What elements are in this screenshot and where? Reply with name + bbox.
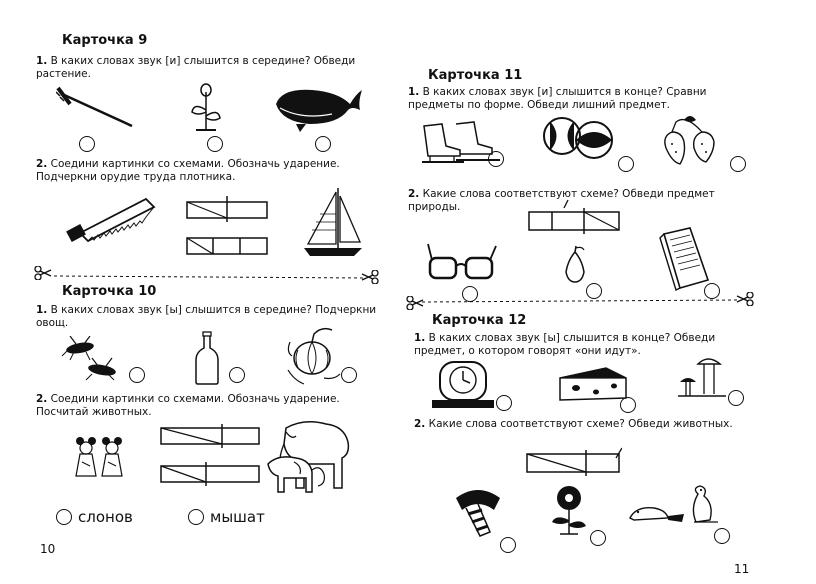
pear-icon [565,245,585,283]
answer-circle[interactable] [79,136,95,152]
glasses-icon [427,243,497,280]
task-text: В каких словах звук [ы] слышится в конце… [414,332,716,357]
word-schema [160,462,260,486]
card12-task1: 1. В каких словах звук [ы] слышится в ко… [414,332,756,358]
plant-icon [191,83,221,131]
answer-circle[interactable] [56,509,72,525]
word-schema [160,424,260,448]
strawberries-icon [664,116,715,165]
answer-circle[interactable] [728,390,744,406]
card11-task1: 1. В каких словах звук [и] слышится в ко… [408,86,754,112]
task-text: Соедини картинки со схемами. Обозначь уд… [36,158,340,183]
answer-circle[interactable] [207,136,223,152]
pumpkin-icon [287,327,341,385]
mice-icon [75,437,123,477]
answer-circle[interactable] [730,156,746,172]
sailboat-icon [304,188,362,256]
task-text: В каких словах звук [ы] слышится в серед… [36,304,377,329]
answer-circle[interactable] [590,530,606,546]
page-number: 11 [734,562,750,576]
task-number: 1. [408,86,420,98]
answer-circle[interactable] [714,528,730,544]
answer-circle[interactable] [618,156,634,172]
task-number: 1. [414,332,426,344]
card9-title: Карточка 9 [62,33,148,48]
scissors-icon [736,292,754,306]
word-schema [528,199,620,234]
task-text: Какие слова соответствуют схеме? Обведи … [408,188,715,213]
task-number: 1. [36,55,48,67]
task-number: 2. [36,158,48,170]
beavers-icon [629,485,718,523]
card12-title: Карточка 12 [432,313,527,328]
page-number: 10 [40,542,56,556]
answer-circle[interactable] [586,283,602,299]
clock-icon [432,361,494,408]
answer-elephants: слонов [56,508,133,526]
wasps-icon [61,336,116,381]
answer-circle[interactable] [496,395,512,411]
task-number: 1. [36,304,48,316]
scissors-icon [361,270,379,284]
card11-title: Карточка 11 [428,68,523,83]
answer-circle[interactable] [229,367,245,383]
book-icon [659,227,710,291]
bottle-icon [195,331,219,385]
word-schema [186,196,268,222]
card10-task2: 2. Соедини картинки со схемами. Обозначь… [36,393,378,419]
task-number: 2. [36,393,48,405]
task-text: Какие слова соответствуют схеме? Обведи … [428,418,733,430]
flower-icon [552,486,586,535]
scissors-icon [406,296,424,310]
task-number: 2. [408,188,420,200]
task-text: В каких словах звук [и] слышится в конце… [408,86,707,111]
cut-line [53,275,365,279]
answer-circle[interactable] [341,367,357,383]
skates-icon [422,121,500,163]
answer-circle[interactable] [129,367,145,383]
mushrooms-icon [678,358,726,397]
saw-icon [66,197,156,243]
card9-task1: 1. В каких словах звук [и] слышится в се… [36,55,378,81]
scarf-icon [456,490,500,537]
scissors-icon [34,266,52,280]
answer-circle[interactable] [188,509,204,525]
answer-label: слонов [78,508,133,526]
card12-task2: 2. Какие слова соответствуют схеме? Обве… [414,418,756,431]
card10-title: Карточка 10 [62,284,157,299]
rake-icon [56,86,133,128]
whale-icon [276,89,362,132]
answer-circle[interactable] [488,151,504,167]
right-page: Карточка 11 1. В каких словах звук [и] с… [406,0,816,584]
answer-mice: мышат [188,508,265,526]
answer-circle[interactable] [704,283,720,299]
answer-circle[interactable] [500,537,516,553]
cheese-icon [559,367,627,401]
answer-circle[interactable] [620,397,636,413]
answer-circle[interactable] [315,136,331,152]
task-text: Соедини картинки со схемами. Обозначь уд… [36,393,340,418]
word-schema [186,237,268,255]
card10-task1: 1. В каких словах звук [ы] слышится в се… [36,304,378,330]
left-page: Карточка 9 1. В каких словах звук [и] сл… [34,33,379,556]
answer-label: мышат [210,508,265,526]
card11-task2: 2. Какие слова соответствуют схеме? Обве… [408,188,754,214]
word-schema [526,447,622,476]
elephants-icon [267,421,350,493]
task-text: В каких словах звук [и] слышится в серед… [36,55,356,80]
balls-icon [543,117,613,159]
task-number: 2. [414,418,426,430]
card9-task2: 2. Соедини картинки со схемами. Обозначь… [36,158,378,184]
cut-line [421,299,739,303]
